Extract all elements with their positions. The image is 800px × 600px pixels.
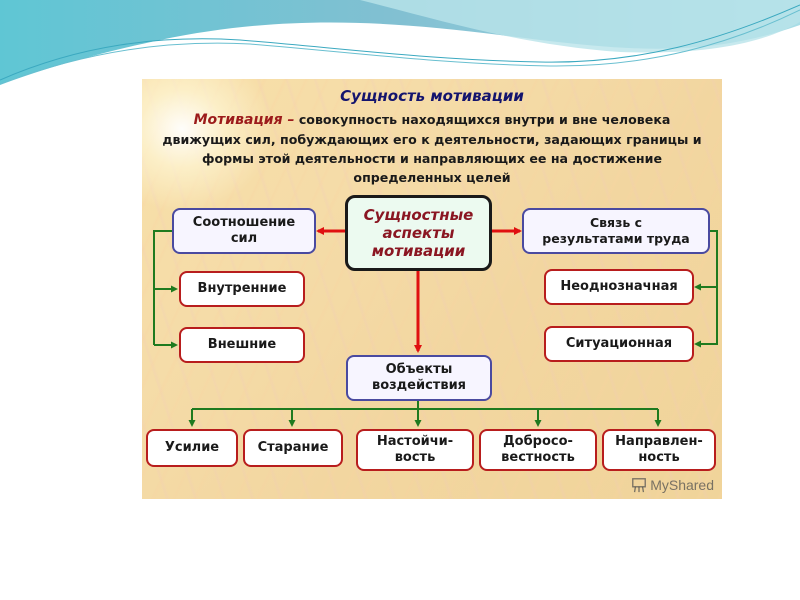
center-node: Сущностные аспекты мотивации — [345, 195, 492, 271]
left-head-line-2: сил — [230, 231, 258, 246]
bottom-child-5-line-1: Направлен- — [615, 434, 703, 449]
slide-title: Сущность мотивации — [340, 87, 524, 105]
slide-image: Сущность мотивации Мотивация – совокупно… — [142, 79, 722, 499]
right-child-label-2: Ситуационная — [565, 336, 673, 351]
bottom-head-line-1: Объекты — [385, 362, 453, 377]
bottom-child-node-2: Старание — [243, 429, 343, 467]
center-line-2: аспекты — [382, 224, 455, 242]
bottom-child-3-line-2: вость — [394, 450, 436, 465]
left-bracket — [153, 230, 172, 345]
left-child-node-2: Внешние — [179, 327, 305, 363]
bottom-child-label-2: Старание — [257, 440, 329, 455]
myshared-logo-icon — [632, 478, 647, 493]
bottom-child-node-5: Направлен- ность — [602, 429, 716, 471]
definition-term: Мотивация – — [193, 112, 295, 128]
left-head-line-1: Соотношение — [192, 215, 296, 230]
bottom-child-node-4: Добросо- вестность — [479, 429, 597, 471]
decorative-wave-header — [0, 0, 800, 85]
right-child-label-1: Неоднозначная — [560, 279, 678, 294]
right-head-line-2: результатами труда — [542, 231, 690, 246]
center-line-1: Сущностные — [363, 206, 474, 224]
bottom-child-label-1: Усилие — [164, 440, 220, 455]
definition-text: совокупность находящихся внутри и вне че… — [162, 112, 702, 185]
left-head-node: Соотношение сил — [172, 208, 316, 254]
bottom-child-node-1: Усилие — [146, 429, 238, 467]
left-child-label-2: Внешние — [207, 337, 277, 352]
definition: Мотивация – совокупность находящихся вну… — [154, 110, 710, 187]
bottom-child-node-3: Настойчи- вость — [356, 429, 474, 471]
right-head-node: Связь с результатами труда — [522, 208, 710, 254]
bottom-head-line-2: воздействия — [371, 378, 467, 393]
center-line-3: мотивации — [371, 242, 466, 260]
bottom-child-5-line-2: ность — [638, 450, 680, 465]
left-child-label-1: Внутренние — [197, 281, 287, 296]
bottom-child-4-line-1: Добросо- — [503, 434, 573, 449]
right-child-node-2: Ситуационная — [544, 326, 694, 362]
watermark-text: MyShared — [650, 477, 714, 493]
right-child-node-1: Неоднозначная — [544, 269, 694, 305]
right-bracket — [710, 230, 718, 345]
bottom-child-4-line-2: вестность — [501, 450, 575, 465]
watermark: MyShared — [631, 477, 714, 493]
bottom-child-3-line-1: Настойчи- — [376, 434, 454, 449]
bottom-head-node: Объекты воздействия — [346, 355, 492, 401]
left-child-node-1: Внутренние — [179, 271, 305, 307]
right-head-line-1: Связь с — [589, 215, 643, 230]
